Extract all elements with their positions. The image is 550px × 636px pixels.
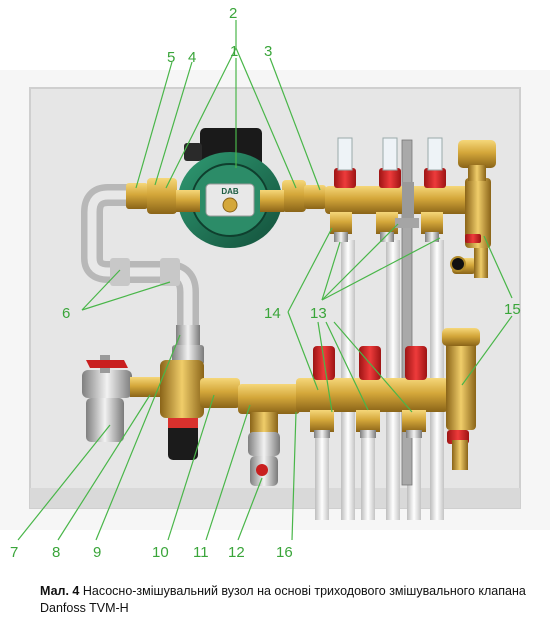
union-nut-right bbox=[282, 180, 306, 212]
ball-valve-left bbox=[82, 355, 160, 442]
figure-caption: Мал. 4 Насосно-змішувальний вузол на осн… bbox=[40, 583, 540, 617]
callout-16: 16 bbox=[276, 544, 293, 561]
mounting-bracket bbox=[401, 139, 413, 486]
callout-7: 7 bbox=[10, 544, 18, 561]
tee-fitting bbox=[238, 384, 300, 486]
leader-lines bbox=[17, 20, 513, 541]
schematic-photo: DAB bbox=[10, 5, 521, 561]
callout-1: 1 bbox=[230, 43, 238, 60]
caption-label: Мал. 4 bbox=[40, 584, 80, 598]
riser-pipe bbox=[176, 325, 200, 347]
callout-13: 13 bbox=[310, 305, 327, 322]
callout-12: 12 bbox=[228, 544, 245, 561]
upper-end-group bbox=[450, 140, 496, 278]
callout-4: 4 bbox=[188, 49, 196, 66]
callout-10: 10 bbox=[152, 544, 169, 561]
callout-numbers: 1 2 3 4 5 6 7 8 9 10 11 12 13 14 15 16 bbox=[10, 5, 521, 561]
pp-pipe-loop bbox=[81, 184, 199, 341]
union-nut-left bbox=[147, 178, 177, 214]
callout-8: 8 bbox=[52, 544, 60, 561]
callout-6: 6 bbox=[62, 305, 70, 322]
lower-manifold bbox=[296, 346, 448, 438]
callout-9: 9 bbox=[93, 544, 101, 561]
callout-11: 11 bbox=[193, 544, 209, 561]
cabinet-bottom-ledge bbox=[30, 488, 520, 508]
callout-5: 5 bbox=[167, 49, 175, 66]
callout-3: 3 bbox=[264, 43, 272, 60]
upper-manifold bbox=[325, 137, 470, 242]
circulation-pump: DAB bbox=[176, 128, 284, 248]
pump-brand: DAB bbox=[221, 187, 239, 196]
callout-14: 14 bbox=[264, 305, 281, 322]
caption-text: Насосно-змішувальний вузол на основі три… bbox=[40, 584, 526, 615]
pipe-fitting bbox=[126, 183, 148, 209]
lower-end-group bbox=[442, 328, 480, 470]
callout-15: 15 bbox=[504, 301, 521, 318]
callout-2: 2 bbox=[229, 5, 237, 22]
pipe-fitting-right bbox=[304, 185, 326, 209]
mixing-valve bbox=[160, 360, 240, 460]
